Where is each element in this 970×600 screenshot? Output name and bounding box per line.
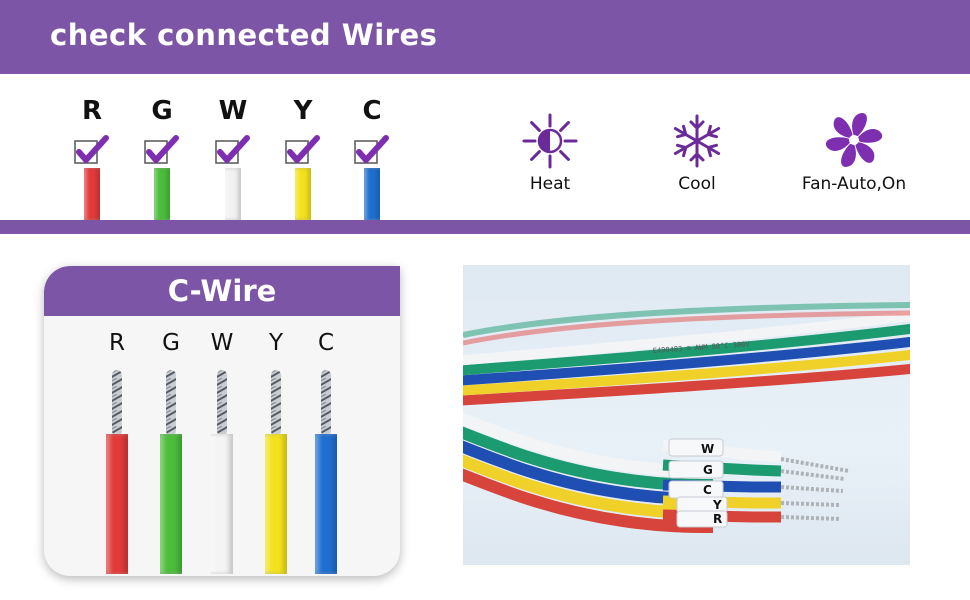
mode-label: Heat [529, 174, 571, 194]
band-divider [0, 220, 970, 234]
wire-strand-icon [112, 370, 122, 436]
wire-stub [295, 168, 311, 220]
checkmark-icon [144, 135, 179, 164]
wire-check-w: W [213, 96, 253, 222]
wire-letter: R [81, 96, 103, 126]
wire-stub [154, 168, 170, 220]
c-wire-title: C-Wire [167, 274, 277, 308]
wire-check-c: C [352, 96, 392, 222]
wire-insulation [211, 434, 233, 574]
wire-check-r: R [72, 96, 112, 222]
wire-insulation [106, 434, 128, 574]
c-wire-tab: C-Wire [44, 266, 400, 316]
wire-insulation [160, 434, 182, 574]
ribbon-cable-illustration: E490483 ® AWM 80°C 300V [463, 302, 910, 533]
checkmark-icon [74, 135, 109, 164]
wire-stub [84, 168, 100, 220]
mode-cool: Cool [637, 112, 757, 194]
checkmark-icon [285, 135, 320, 164]
wire-check-g: G [142, 96, 182, 222]
wire-stub [225, 168, 241, 220]
sleeve-label: Y [712, 498, 722, 512]
mode-heat: Heat [490, 112, 610, 194]
sleeve-label: G [703, 463, 713, 477]
snowflake-icon [673, 114, 721, 168]
wire-letter: G [162, 330, 180, 356]
wire-letter: C [317, 330, 335, 356]
wire-strand-icon [166, 370, 176, 436]
wire-letter: Y [268, 330, 284, 356]
wire-letter: Y [293, 96, 313, 126]
wire-insulation [265, 434, 287, 574]
wire-letter: R [109, 330, 125, 356]
sleeve-label: R [713, 512, 722, 526]
wire-letter: C [362, 96, 382, 126]
wire-strand-icon [321, 370, 331, 436]
mode-fan: Fan-Auto,On [794, 110, 914, 194]
fan-icon [825, 113, 883, 167]
header-banner: check connected Wires [0, 0, 970, 74]
sleeve-label: W [701, 442, 714, 456]
wire-letter: G [151, 96, 173, 126]
sleeve-label: C [703, 483, 712, 497]
wire-stub [364, 168, 380, 220]
mode-label: Cool [678, 174, 716, 194]
wire-strand-icon [217, 370, 227, 436]
wire-strand-icon [271, 370, 281, 436]
checkmark-icon [215, 135, 250, 164]
wire-check-y: Y [283, 96, 323, 222]
header-title: check connected Wires [50, 18, 438, 52]
wire-letter: W [210, 330, 234, 356]
wire-letter: W [218, 96, 248, 126]
checkmark-icon [354, 135, 389, 164]
ribbon-cable-photo: E490483 ® AWM 80°C 300V [463, 265, 910, 565]
mode-label: Fan-Auto,On [801, 174, 907, 194]
wire-insulation [315, 434, 337, 574]
sun-icon [522, 113, 578, 169]
